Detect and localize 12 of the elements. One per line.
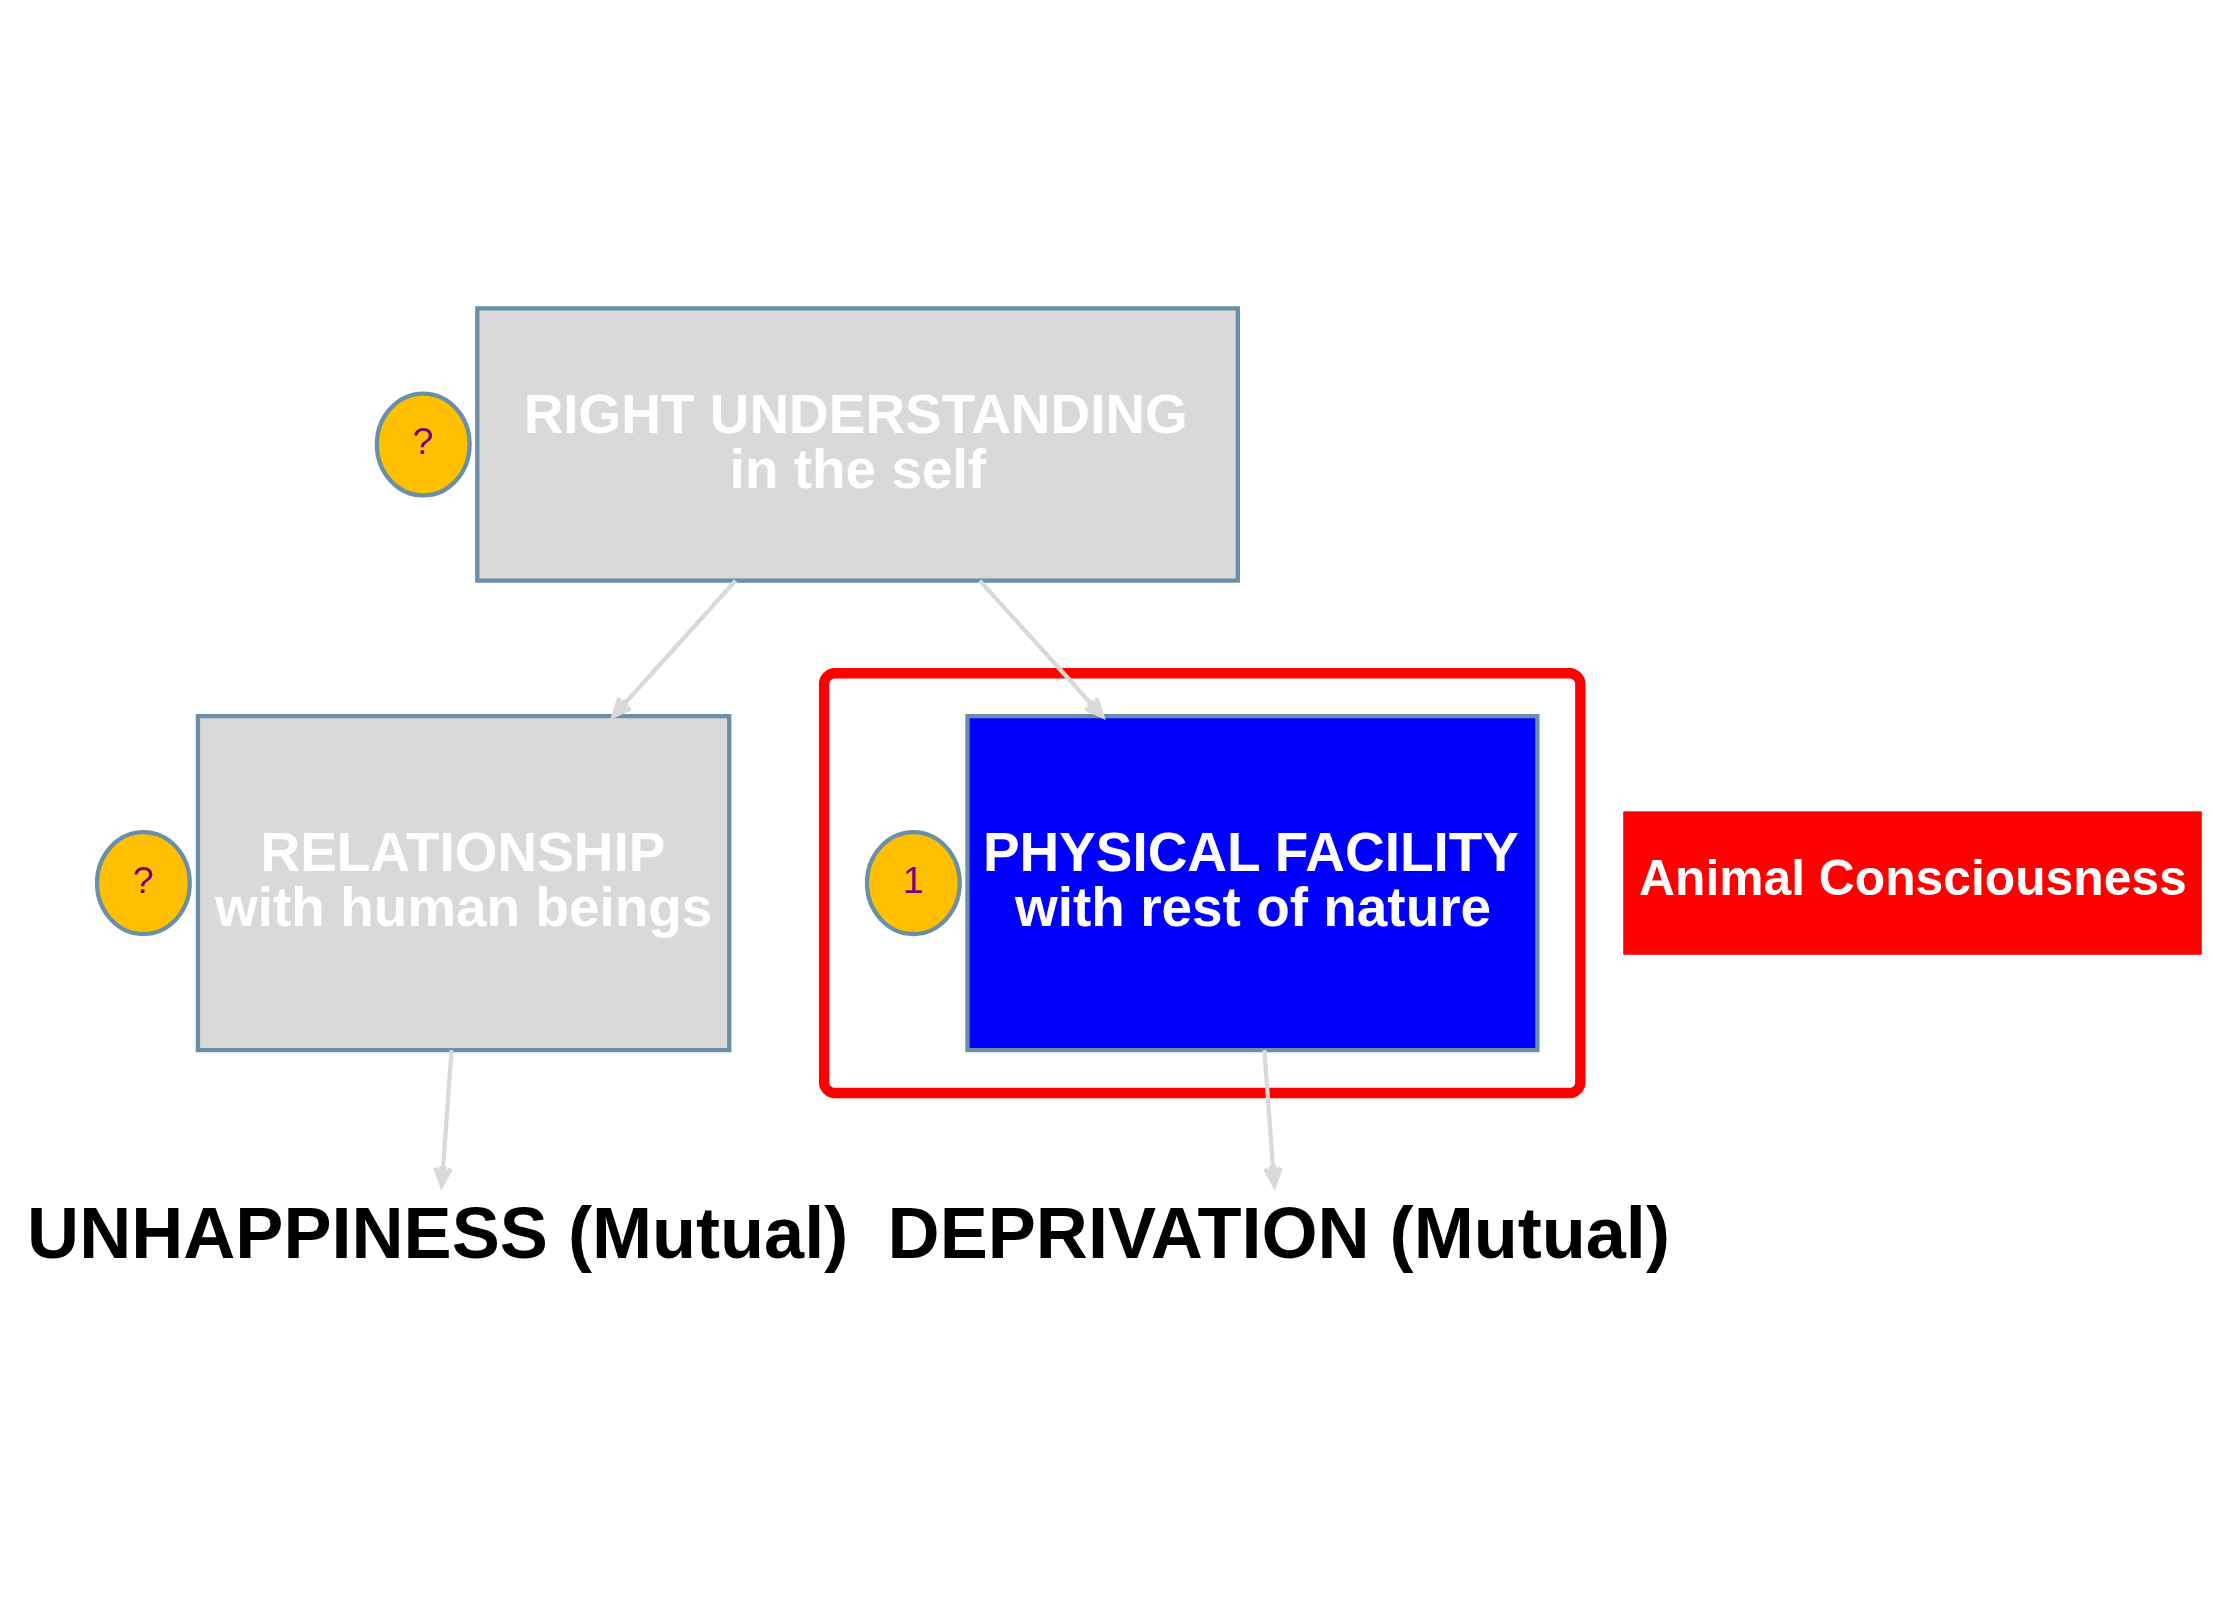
arrow xyxy=(611,579,738,719)
node-circle: ? xyxy=(374,391,472,498)
cluster xyxy=(818,668,1586,1099)
node-circle: 1 xyxy=(864,830,962,937)
node-circle: ? xyxy=(94,830,192,937)
node-box: PHYSICAL FACILITY with rest of nature xyxy=(965,714,1540,1053)
arrow xyxy=(1262,1050,1283,1188)
arrow xyxy=(433,1050,454,1188)
node-text: UNHAPPINESS (Mutual) xyxy=(27,1192,849,1273)
arrow xyxy=(978,579,1105,719)
node-box: Animal Consciousness xyxy=(1623,811,2202,955)
node-text: DEPRIVATION (Mutual) xyxy=(887,1192,1670,1273)
